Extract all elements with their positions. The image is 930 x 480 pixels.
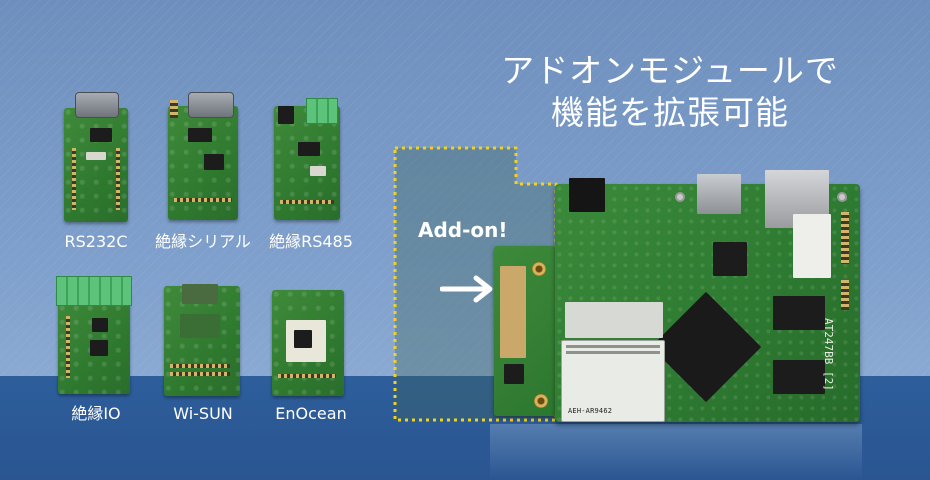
memory-chip bbox=[773, 296, 825, 330]
module-isolated-rs485-board bbox=[274, 98, 340, 220]
rf-shield bbox=[182, 284, 218, 304]
wifi-module-label: AEH-AR9462 bbox=[568, 407, 613, 415]
headline-line-2: 機能を拡張可能 bbox=[551, 93, 789, 132]
board-connector bbox=[500, 266, 526, 358]
pin-header bbox=[841, 280, 849, 310]
mounting-hole bbox=[534, 394, 548, 408]
pin-header bbox=[116, 148, 120, 210]
pin-header bbox=[841, 212, 849, 264]
module-label-isolated-serial: 絶縁シリアル bbox=[155, 232, 251, 251]
board-marking: AT247BB [2] bbox=[822, 318, 835, 391]
pin-header bbox=[278, 374, 336, 378]
module-isolated-serial-board bbox=[168, 92, 238, 220]
dc-jack bbox=[569, 178, 605, 212]
module-rs232c-board bbox=[64, 92, 128, 222]
ic-chip bbox=[504, 364, 524, 384]
module-label-enocean: EnOcean bbox=[275, 404, 347, 423]
pin-header bbox=[170, 100, 178, 118]
arrow-right-icon bbox=[440, 275, 493, 303]
terminal-block bbox=[56, 276, 132, 306]
usb-port bbox=[697, 174, 741, 214]
board-reflection bbox=[490, 424, 862, 480]
terminal-block bbox=[306, 98, 338, 124]
pin-header bbox=[170, 364, 230, 368]
module-isolated-io-board bbox=[56, 276, 132, 394]
ic-chip bbox=[90, 128, 112, 142]
ic-chip bbox=[294, 330, 312, 348]
component bbox=[86, 152, 106, 160]
headline-line-1: アドオンモジュールで bbox=[501, 51, 839, 90]
ic-chip bbox=[92, 318, 108, 332]
pin-header bbox=[72, 148, 76, 210]
ic-chip bbox=[298, 142, 320, 156]
ic-chip bbox=[90, 340, 108, 356]
module-stripe bbox=[566, 351, 660, 354]
wifi-module: AEH-AR9462 bbox=[561, 340, 665, 422]
module-label-isolated-io: 絶縁IO bbox=[71, 404, 121, 423]
module-label-isolated-rs485: 絶縁RS485 bbox=[269, 232, 353, 251]
addon-label: Add-on! bbox=[418, 218, 508, 242]
mounting-hole bbox=[675, 192, 685, 202]
ic-chip bbox=[278, 106, 294, 124]
module-stripe bbox=[566, 345, 660, 348]
pin-header bbox=[170, 372, 230, 376]
ic-chip bbox=[188, 128, 212, 142]
module-enocean-board bbox=[272, 290, 344, 396]
mini-pcie-slot bbox=[565, 302, 663, 338]
rf-module bbox=[180, 314, 220, 338]
module-label-rs232c: RS232C bbox=[64, 232, 128, 251]
headline: アドオンモジュールで 機能を拡張可能 bbox=[480, 50, 860, 134]
memory-chip bbox=[773, 360, 825, 394]
module-label-wi-sun: Wi-SUN bbox=[173, 404, 233, 423]
db9-connector bbox=[188, 92, 234, 118]
mounting-hole bbox=[532, 262, 546, 276]
pin-header bbox=[280, 200, 334, 204]
module-wi-sun-board bbox=[164, 284, 240, 396]
qr-label bbox=[793, 214, 831, 278]
pin-header bbox=[174, 198, 232, 202]
mounting-hole bbox=[837, 192, 847, 202]
ic-chip bbox=[204, 154, 224, 170]
pin-header bbox=[66, 316, 70, 378]
component bbox=[310, 166, 326, 176]
db9-connector bbox=[75, 92, 119, 118]
addon-board bbox=[494, 246, 556, 416]
cpu-chip bbox=[650, 291, 762, 403]
ic-chip bbox=[713, 242, 747, 276]
